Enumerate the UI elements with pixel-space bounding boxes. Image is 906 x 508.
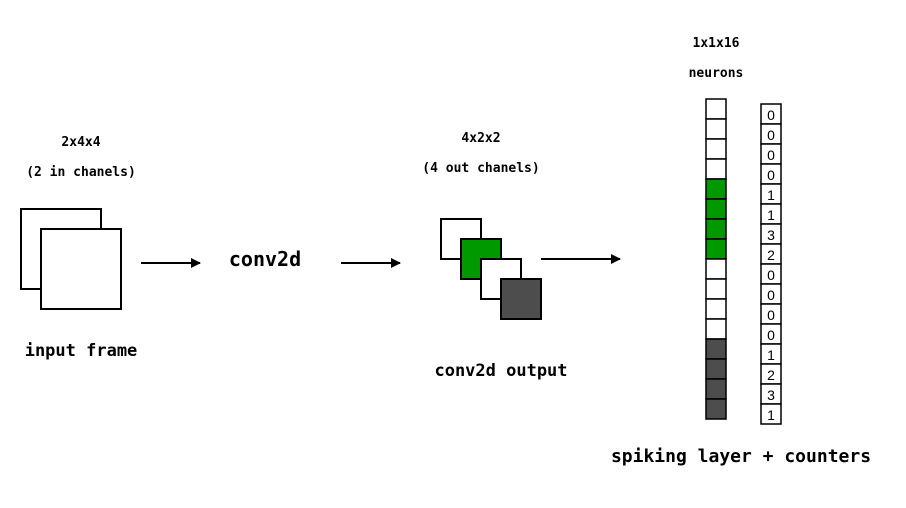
counter-cell-13: 1 [760,343,782,365]
neuron-cell-13 [705,338,727,360]
counter-value: 0 [767,267,775,283]
counter-value: 0 [767,127,775,143]
counter-value: 0 [767,147,775,163]
neuron-cell-6 [705,198,727,220]
output-dims-label: 4x2x2 [461,131,500,146]
counter-value: 1 [767,347,775,363]
input-channel-front [40,228,122,310]
counter-cell-4: 0 [760,163,782,185]
output-channels-label: (4 out chanels) [422,161,539,176]
neuron-cell-1 [705,98,727,120]
counter-cell-2: 0 [760,123,782,145]
input-dims-label: 2x4x4 [61,135,100,150]
neuron-cell-11 [705,298,727,320]
input-channels-label: (2 in chanels) [26,165,136,180]
counter-value: 0 [767,107,775,123]
counter-value: 0 [767,327,775,343]
counter-value: 0 [767,307,775,323]
counter-cell-10: 0 [760,283,782,305]
input-caption: input frame [25,341,138,361]
counter-value: 1 [767,187,775,203]
counter-value: 3 [767,227,775,243]
neuron-cell-9 [705,258,727,280]
counter-cell-8: 2 [760,243,782,265]
neuron-cell-16 [705,398,727,420]
neuron-cell-8 [705,238,727,260]
counter-value: 1 [767,207,775,223]
neuron-dims-label: 1x1x16 [693,36,740,51]
counter-cell-15: 3 [760,383,782,405]
counter-cell-3: 0 [760,143,782,165]
counter-column: 0 0 0 0 1 1 3 2 0 0 0 0 1 2 3 1 [760,103,782,425]
counter-value: 1 [767,407,775,423]
counter-value: 0 [767,167,775,183]
neuron-word-label: neurons [689,66,744,81]
counter-value: 3 [767,387,775,403]
counter-cell-7: 3 [760,223,782,245]
neuron-cell-4 [705,158,727,180]
counter-box [760,403,782,425]
counter-value: 2 [767,247,775,263]
counter-cell-1: 0 [760,103,782,125]
neuron-cell-3 [705,138,727,160]
output-map-4 [500,278,542,320]
spiking-caption: spiking layer + counters [611,446,871,467]
neuron-cell-5 [705,178,727,200]
counter-cell-6: 1 [760,203,782,225]
neuron-cell-7 [705,218,727,240]
neuron-cell-15 [705,378,727,400]
counter-cell-9: 0 [760,263,782,285]
counter-cell-16: 1 [760,403,782,425]
neuron-cell-10 [705,278,727,300]
neuron-cell-14 [705,358,727,380]
neuron-cell-12 [705,318,727,340]
neuron-column [705,98,727,420]
conv-label: conv2d [229,247,301,271]
counter-cell-11: 0 [760,303,782,325]
neuron-cell-2 [705,118,727,140]
counter-value: 0 [767,287,775,303]
counter-cell-14: 2 [760,363,782,385]
counter-cell-5: 1 [760,183,782,205]
output-feature-maps [440,218,542,320]
output-caption: conv2d output [434,361,567,381]
counter-cell-12: 0 [760,323,782,345]
counter-value: 2 [767,367,775,383]
